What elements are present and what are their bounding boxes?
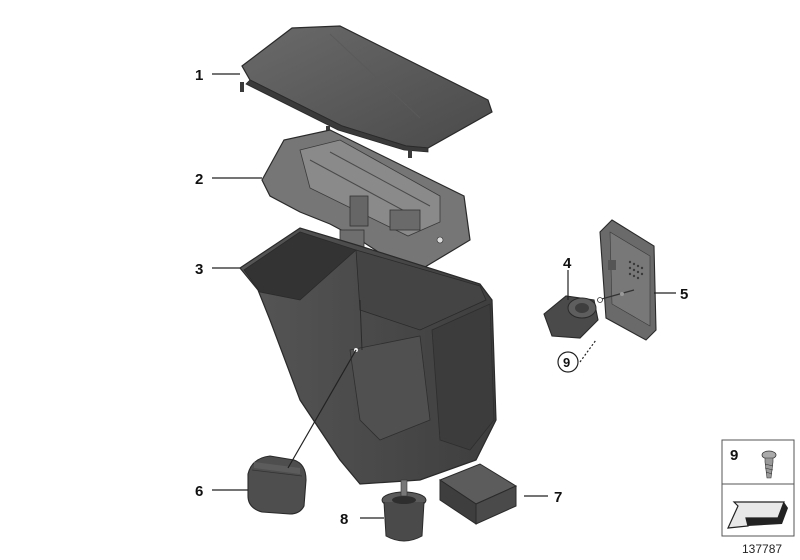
grille-icon [628, 260, 644, 280]
callout-2: 2 [195, 171, 203, 188]
callout-9-circle [557, 351, 579, 373]
part-9-screw-inline [597, 289, 635, 303]
callout-7: 7 [554, 489, 562, 506]
callout-labels: 1 2 3 4 5 6 7 8 9 [195, 67, 688, 528]
part-3-main-housing [239, 227, 497, 485]
legend-item-number: 9 [730, 447, 738, 464]
callout-4: 4 [563, 255, 572, 272]
direction-arrow-icon [727, 501, 788, 529]
callout-9: 9 [563, 355, 570, 370]
callout-3: 3 [195, 261, 203, 278]
part-8-grommet [381, 479, 427, 542]
part-7-pad [438, 463, 518, 525]
legend-box: 9 [721, 439, 795, 537]
leader-lines [212, 73, 676, 519]
part-1-cover-lid [240, 25, 493, 158]
callout-8: 8 [340, 511, 348, 528]
callout-1: 1 [195, 67, 203, 84]
screw-icon [761, 450, 777, 479]
callout-6: 6 [195, 483, 203, 500]
part-5-bracket-plate [599, 219, 657, 341]
callout-5: 5 [680, 286, 688, 303]
part-4-connector [543, 295, 599, 339]
part-6-cover-cap [247, 455, 307, 515]
reference-number: 137787 [742, 542, 782, 556]
